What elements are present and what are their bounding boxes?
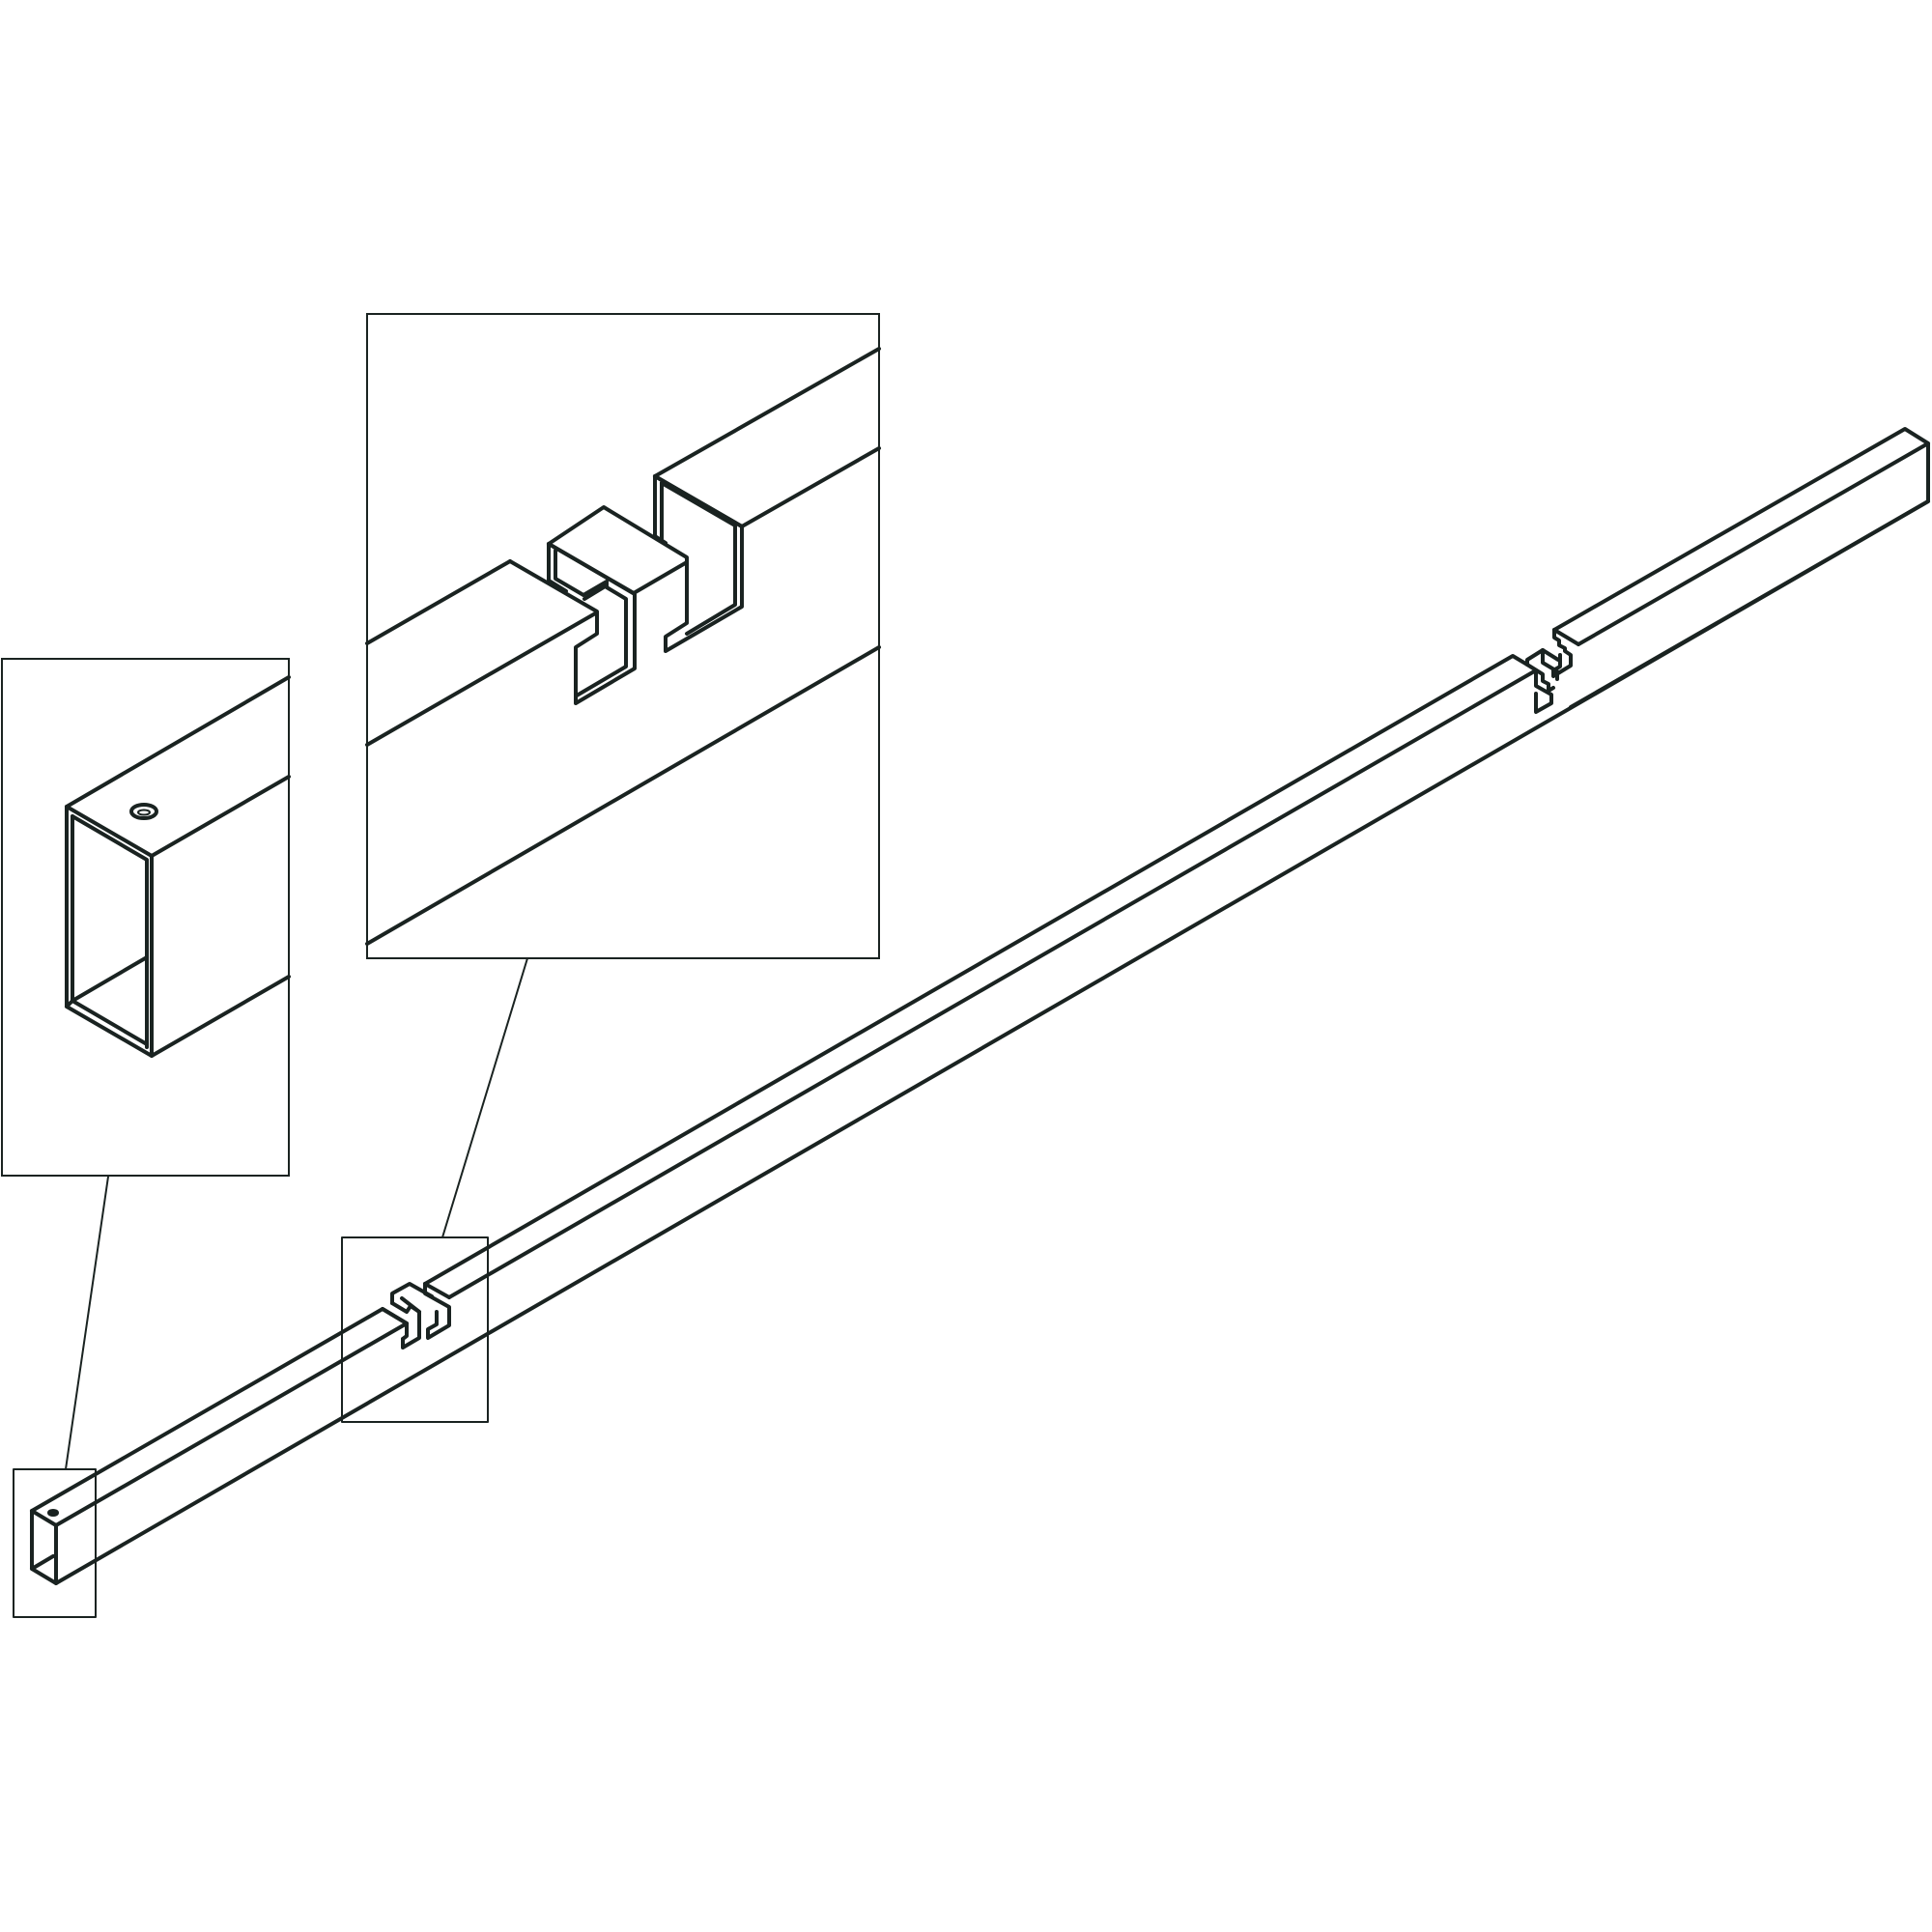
detail-view-end — [1, 658, 291, 1177]
detail-frame-joint — [366, 313, 880, 959]
detail-view-joint — [365, 313, 881, 959]
callout-frame-end — [13, 1468, 97, 1618]
rail-segment-right — [1551, 427, 1930, 709]
leader-line-end — [65, 1176, 109, 1470]
callout-frame-joint — [341, 1236, 489, 1423]
leader-line-joint — [441, 957, 528, 1238]
rail-segment-middle — [423, 648, 1560, 1340]
rail-main — [30, 427, 1930, 1585]
mounting-hole — [129, 803, 158, 820]
rail-segment-left — [30, 499, 1930, 1585]
